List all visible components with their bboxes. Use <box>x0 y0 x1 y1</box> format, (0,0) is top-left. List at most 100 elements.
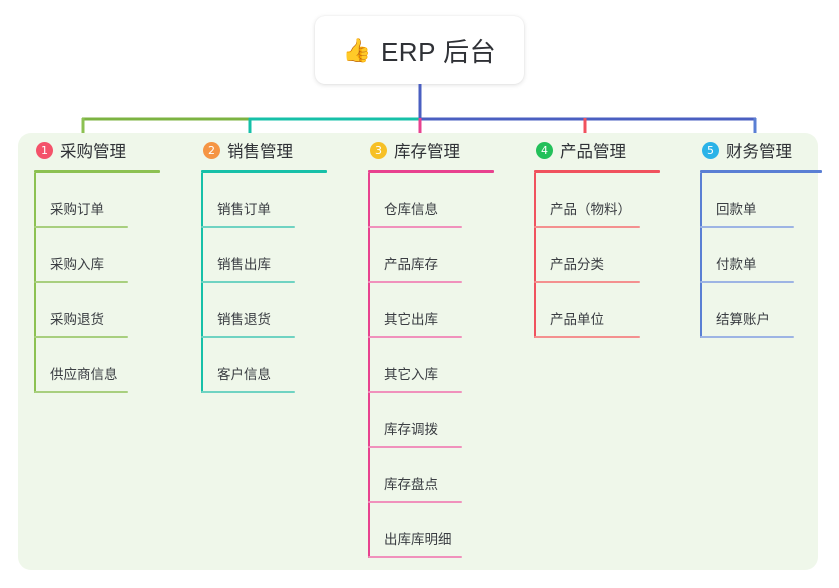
branch-item-underline <box>34 336 128 338</box>
branch-item[interactable]: 销售订单 <box>185 173 345 228</box>
branch-item[interactable]: 销售退货 <box>185 283 345 338</box>
branch-item-label: 仓库信息 <box>384 202 438 217</box>
branch-badge-icon: 5 <box>702 141 719 159</box>
branch-column-3: 3 库存管理仓库信息产品库存其它出库其它入库库存调拨库存盘点出库库明细 <box>352 133 512 558</box>
branch-spine <box>700 173 702 338</box>
branch-item-underline <box>534 336 640 338</box>
branch-header-2[interactable]: 2 销售管理 <box>185 133 345 167</box>
branch-item-underline <box>368 556 462 558</box>
branch-item[interactable]: 产品单位 <box>518 283 678 338</box>
branch-badge-icon: 1 <box>36 141 53 159</box>
branch-underline <box>534 170 660 173</box>
branch-header-4[interactable]: 4 产品管理 <box>518 133 678 167</box>
page-title: 👍 ERP 后台 <box>343 32 496 69</box>
branch-item-underline <box>368 281 462 283</box>
branch-badge-icon: 3 <box>370 141 387 159</box>
branch-items: 回款单付款单结算账户 <box>684 173 834 338</box>
branch-item[interactable]: 仓库信息 <box>352 173 512 228</box>
branch-item[interactable]: 结算账户 <box>684 283 834 338</box>
branch-item-underline <box>201 391 295 393</box>
branch-title: 财务管理 <box>726 143 792 161</box>
branch-item[interactable]: 客户信息 <box>185 338 345 393</box>
branch-item[interactable]: 其它入库 <box>352 338 512 393</box>
branch-item-label: 销售订单 <box>217 202 271 217</box>
branch-item-underline <box>34 391 128 393</box>
branch-column-4: 4 产品管理产品（物料） 产品分类产品单位 <box>518 133 678 338</box>
branch-item-label: 销售出库 <box>217 257 271 272</box>
branch-item[interactable]: 采购退货 <box>18 283 178 338</box>
branch-item[interactable]: 供应商信息 <box>18 338 178 393</box>
branch-item[interactable]: 产品分类 <box>518 228 678 283</box>
branch-item[interactable]: 其它出库 <box>352 283 512 338</box>
branch-item[interactable]: 库存盘点 <box>352 448 512 503</box>
branch-title: 产品管理 <box>560 143 626 161</box>
branch-item-label: 产品分类 <box>550 257 604 272</box>
branch-item-underline <box>368 336 462 338</box>
branch-title: 库存管理 <box>394 143 460 161</box>
root-node-card[interactable]: 👍 ERP 后台 <box>315 16 524 84</box>
branch-title: 销售管理 <box>227 143 293 161</box>
branch-item-label: 产品单位 <box>550 312 604 327</box>
branch-item-underline <box>201 226 295 228</box>
branch-item-label: 付款单 <box>716 257 757 272</box>
branch-items: 产品（物料） 产品分类产品单位 <box>518 173 678 338</box>
branch-item[interactable]: 采购入库 <box>18 228 178 283</box>
branch-item-label: 采购退货 <box>50 312 104 327</box>
branch-item-underline <box>368 446 462 448</box>
branch-item-label: 产品库存 <box>384 257 438 272</box>
branch-item-label: 客户信息 <box>217 367 271 382</box>
branch-item-underline <box>700 336 794 338</box>
branch-item-label: 产品（物料） <box>550 202 631 217</box>
branch-item[interactable]: 付款单 <box>684 228 834 283</box>
branch-item[interactable]: 产品（物料） <box>518 173 678 228</box>
branch-item-label: 其它入库 <box>384 367 438 382</box>
branch-column-5: 5 财务管理回款单付款单结算账户 <box>684 133 834 338</box>
branch-item-underline <box>534 226 640 228</box>
branch-item-label: 出库库明细 <box>384 532 452 547</box>
branch-badge-icon: 2 <box>203 141 220 159</box>
branch-item-label: 库存盘点 <box>384 477 438 492</box>
branch-underline <box>700 170 822 173</box>
branch-item[interactable]: 采购订单 <box>18 173 178 228</box>
branch-spine <box>368 173 370 558</box>
branch-item-underline <box>201 281 295 283</box>
branch-underline <box>368 170 494 173</box>
branch-item[interactable]: 产品库存 <box>352 228 512 283</box>
branch-item-label: 其它出库 <box>384 312 438 327</box>
branch-spine <box>534 173 536 338</box>
branch-item-underline <box>368 226 462 228</box>
branch-item-underline <box>34 226 128 228</box>
branch-item-underline <box>368 391 462 393</box>
branch-header-3[interactable]: 3 库存管理 <box>352 133 512 167</box>
branch-item[interactable]: 出库库明细 <box>352 503 512 558</box>
branch-item-underline <box>700 226 794 228</box>
branch-item-underline <box>700 281 794 283</box>
branch-underline <box>201 170 327 173</box>
branch-items: 销售订单销售出库销售退货客户信息 <box>185 173 345 393</box>
branch-underline <box>34 170 160 173</box>
branch-item-label: 销售退货 <box>217 312 271 327</box>
branch-items: 采购订单采购入库采购退货供应商信息 <box>18 173 178 393</box>
root-title-text: ERP 后台 <box>380 36 497 67</box>
branch-item-label: 结算账户 <box>716 312 770 327</box>
branch-item-label: 采购入库 <box>50 257 104 272</box>
branch-item[interactable]: 回款单 <box>684 173 834 228</box>
branch-header-5[interactable]: 5 财务管理 <box>684 133 834 167</box>
branch-column-2: 2 销售管理销售订单销售出库销售退货客户信息 <box>185 133 345 393</box>
branch-item-underline <box>34 281 128 283</box>
content-panel <box>18 133 818 570</box>
branch-item-label: 库存调拨 <box>384 422 438 437</box>
branch-items: 仓库信息产品库存其它出库其它入库库存调拨库存盘点出库库明细 <box>352 173 512 558</box>
branch-item[interactable]: 销售出库 <box>185 228 345 283</box>
branch-item-underline <box>368 501 462 503</box>
branch-item-underline <box>201 336 295 338</box>
branch-spine <box>201 173 203 393</box>
branch-item-underline <box>534 281 640 283</box>
branch-column-1: 1 采购管理采购订单采购入库采购退货供应商信息 <box>18 133 178 393</box>
branch-title: 采购管理 <box>60 143 126 161</box>
branch-item-label: 供应商信息 <box>50 367 118 382</box>
branch-badge-icon: 4 <box>536 141 553 159</box>
branch-header-1[interactable]: 1 采购管理 <box>18 133 178 167</box>
branch-item[interactable]: 库存调拨 <box>352 393 512 448</box>
